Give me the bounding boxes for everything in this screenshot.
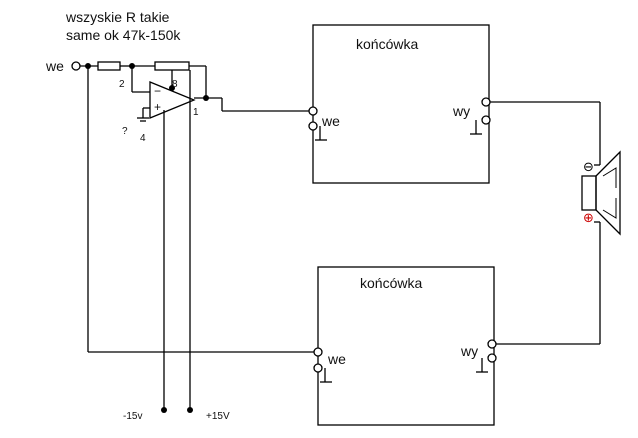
- amp-top-output-label: wy: [453, 103, 471, 119]
- amp-bottom-input-gnd-terminal: [313, 363, 323, 373]
- amp-bottom-input-terminal: [313, 347, 323, 357]
- supply-positive-label: +15V: [206, 411, 230, 422]
- speaker-cone: [595, 150, 621, 236]
- opamp-pin-ground: 4: [140, 133, 146, 144]
- speaker-cone-detail: [602, 167, 617, 219]
- opamp-pin-inverting: 2: [119, 79, 125, 90]
- amp-bottom-output-gnd-terminal: [487, 353, 497, 363]
- amp-top-title: końcówka: [356, 36, 419, 52]
- feedback-resistor: [154, 61, 190, 71]
- amp-bottom-output-terminal: [487, 339, 497, 349]
- input-label: we: [46, 58, 64, 74]
- supply-negative-label: -15v: [123, 411, 143, 422]
- amp-top-output-gnd-terminal: [481, 115, 491, 125]
- amp-top-output-terminal: [481, 97, 491, 107]
- amp-top-input-gnd-terminal: [308, 121, 318, 131]
- opamp-pin-output: 1: [193, 107, 199, 118]
- opamp-pin-supply: 8: [172, 79, 178, 90]
- resistor-note-line1: wszyskie R takie: [66, 9, 170, 25]
- amp-bottom-input-label: we: [328, 351, 346, 367]
- amp-top-input-label: we: [322, 113, 340, 129]
- opamp-question-mark: ?: [122, 126, 128, 137]
- junction-rail-positive: [187, 407, 193, 413]
- junction-rail-negative: [161, 407, 167, 413]
- resistor-note-line2: same ok 47k-150k: [66, 27, 181, 43]
- speaker-plus-icon: ⊕: [583, 211, 594, 226]
- amp-bottom-output-label: wy: [461, 343, 479, 359]
- input-terminal: [71, 61, 81, 71]
- junction-inverting: [129, 63, 135, 69]
- speaker-minus-icon: ⊖: [583, 160, 594, 175]
- junction-supply-positive: [169, 85, 175, 91]
- opamp-plus-sign: +: [154, 100, 162, 114]
- amp-top-input-terminal: [308, 106, 318, 116]
- input-resistor: [97, 61, 121, 71]
- junction-input: [85, 63, 91, 69]
- junction-output: [203, 95, 209, 101]
- speaker-magnet: [581, 175, 597, 211]
- opamp-minus-sign: −: [154, 84, 162, 98]
- amp-bottom-title: końcówka: [360, 275, 423, 291]
